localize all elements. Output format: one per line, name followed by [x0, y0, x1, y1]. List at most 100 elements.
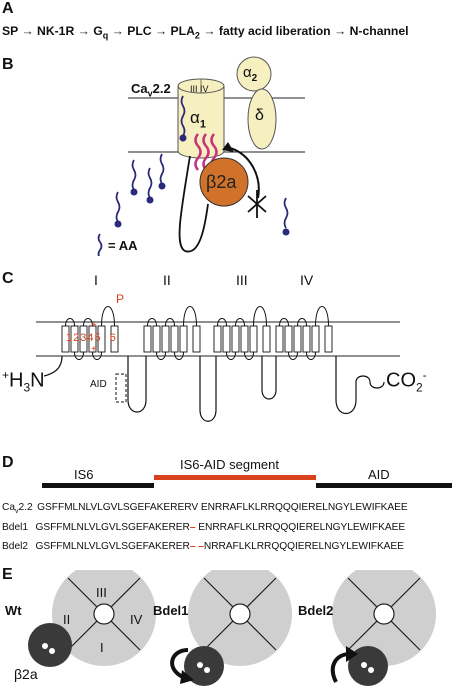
quadrant-iv: IV — [130, 612, 143, 627]
c-terminus-tail — [335, 356, 385, 415]
transmembrane-segment — [311, 325, 320, 353]
aa-headgroup — [130, 188, 138, 196]
sequence-text: GSFFMLNLVLGVLSGEFAKERER– –NRRAFLKLRRQQQI… — [35, 541, 404, 552]
beta2a-label: β2a — [206, 172, 237, 192]
alpha2-subunit — [236, 56, 272, 92]
deletion-mark: – — [189, 522, 196, 533]
aa-headgroup — [114, 220, 122, 228]
aa-lipid-legend — [97, 233, 103, 256]
intracellular-loop — [178, 155, 209, 253]
aid-label: AID — [90, 379, 107, 390]
bar-label-segment: IS6-AID segment — [180, 457, 279, 472]
segment-loop — [315, 306, 329, 327]
aa-lipid — [159, 153, 165, 185]
linker-iii-iv — [261, 356, 277, 400]
s4-plus-bottom: + — [91, 344, 97, 355]
segment-loop — [65, 318, 75, 327]
beta-spot — [197, 662, 203, 668]
panel-a-letter: A — [2, 0, 14, 17]
transmembrane-segment — [161, 325, 170, 353]
wt-label: Wt — [5, 603, 22, 618]
arrowhead-icon — [222, 142, 234, 152]
arrow-icon: → — [21, 24, 34, 38]
segment-loop — [83, 318, 93, 327]
row-label: Bdel1 — [2, 522, 29, 533]
segment-loop — [279, 318, 289, 327]
pathway-gq: Gq — [93, 24, 109, 41]
transmembrane-segment — [170, 325, 179, 353]
segment-loop — [244, 351, 254, 360]
panel-e-letter: E — [2, 566, 13, 583]
arrow-icon: → — [154, 24, 168, 38]
segment-loop — [253, 306, 267, 327]
arrow-to-alpha1 — [229, 147, 260, 199]
transmembrane-segment — [240, 325, 249, 353]
domain-label-ii: II — [163, 272, 171, 288]
transmembrane-segment — [143, 325, 152, 353]
pore — [373, 603, 395, 625]
bdel1-label: Bdel1 — [153, 603, 189, 618]
bar-label-aid: AID — [368, 467, 390, 482]
segment-loop — [183, 306, 197, 327]
wt-channel — [28, 570, 156, 667]
segment-loop — [101, 306, 115, 327]
pathway-fatty-acid: fatty acid liberation — [218, 24, 331, 38]
bdel2-label: Bdel2 — [298, 603, 334, 618]
segment-loop — [74, 351, 84, 360]
rotation-arrowhead-icon — [180, 670, 194, 684]
aa-lipid — [131, 159, 137, 191]
beta2a-subunit — [199, 157, 249, 207]
transmembrane-segment — [284, 325, 293, 353]
segment-loop — [156, 351, 166, 360]
bdel1-channel — [170, 570, 292, 686]
segment-loop — [165, 318, 175, 327]
aid-box — [115, 373, 127, 403]
arrow-icon: → — [77, 24, 90, 38]
aid-bar — [316, 483, 452, 488]
sequence-row-bdel2: Bdel2 GSFFMLNLVLGVLSGEFAKERER– –NRRAFLKL… — [2, 536, 404, 554]
bar-label-is6: IS6 — [74, 467, 94, 482]
domain-labels-top: III IV — [190, 84, 209, 94]
beta-spot — [204, 667, 210, 673]
aa-headgroup — [146, 196, 154, 204]
arrow-icon: → — [334, 24, 347, 38]
pink-lipid-1 — [194, 133, 202, 171]
pink-lipid-2 — [202, 133, 210, 171]
segment-loop — [288, 351, 298, 360]
segment-loop — [92, 351, 102, 360]
quadrant-i: I — [100, 640, 104, 655]
transmembrane-segment — [302, 325, 311, 353]
transmembrane-segment — [152, 325, 161, 353]
transmembrane-segment — [222, 325, 231, 353]
aa-headgroup — [158, 182, 166, 190]
segment-loop — [297, 318, 307, 327]
transmembrane-segment — [249, 325, 258, 353]
linker-ii-iii — [199, 356, 217, 422]
transmembrane-segment — [231, 325, 240, 353]
transmembrane-segment — [262, 325, 271, 353]
s4-plus-top: + — [91, 320, 97, 331]
aa-lipid — [180, 95, 186, 137]
beta-spot — [49, 648, 55, 654]
domain-label-iv: IV — [300, 272, 314, 288]
panel-b-letter: B — [2, 56, 14, 73]
pore — [229, 603, 251, 625]
pore — [93, 603, 115, 625]
domain-label-i: I — [94, 272, 98, 288]
panel-c-letter: C — [2, 270, 14, 287]
deletion-mark: – – — [189, 541, 204, 552]
transmembrane-segment — [179, 325, 188, 353]
delta-subunit — [247, 88, 277, 150]
transmembrane-segment — [275, 325, 284, 353]
beta-spot — [361, 662, 367, 668]
segment-loop — [226, 351, 236, 360]
sequence-row-cav22: Cav2.2 GSFFMLNLVLGVLSGEFAKERERV ENRRAFLK… — [2, 497, 408, 515]
row-label: Bdel2 — [2, 541, 29, 552]
beta2a-disc — [348, 646, 388, 686]
p-loop-label: P — [116, 292, 125, 306]
cav22-label: Cav2.2 — [131, 81, 171, 99]
segment-loop — [235, 318, 245, 327]
segment-loop — [306, 351, 316, 360]
arachidonic-acid-group — [97, 95, 290, 256]
pathway-n-channel: N-channel — [349, 24, 409, 38]
